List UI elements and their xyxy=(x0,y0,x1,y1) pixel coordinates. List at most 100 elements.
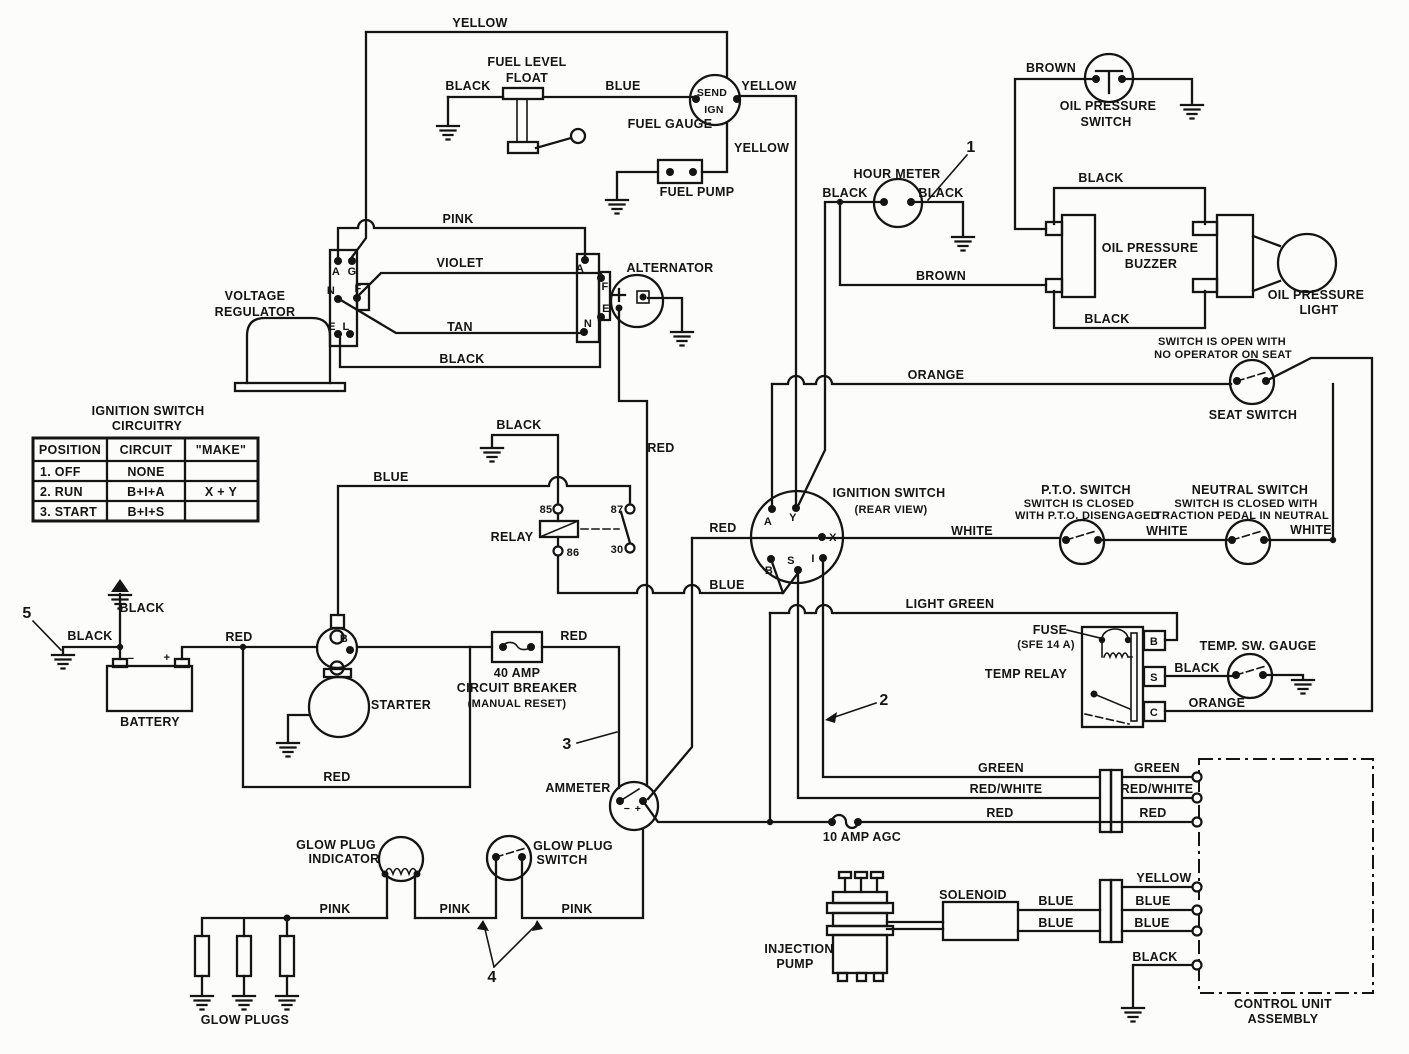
solenoid xyxy=(941,900,1020,942)
agc-fuse-dot-left xyxy=(828,818,836,826)
ign-pin-s: S xyxy=(787,555,795,567)
ammeter-minus: − xyxy=(624,803,630,815)
relay-87: 87 xyxy=(611,504,624,516)
label-pink-2: PINK xyxy=(439,902,470,916)
battery xyxy=(105,657,194,713)
label-glow-ind-1: GLOW PLUG xyxy=(296,838,376,852)
wire-red-breaker-ammeter xyxy=(540,645,621,790)
wire-black-vr xyxy=(338,318,602,369)
temp-pin-c: C xyxy=(1150,707,1158,719)
label-red-x: RED xyxy=(709,521,736,535)
temp-pin-b: B xyxy=(1150,636,1158,648)
label-glow-sw-1: GLOW PLUG xyxy=(533,839,613,853)
col-make: "MAKE" xyxy=(196,443,246,457)
wire-red-bottom-rail xyxy=(241,645,472,789)
callout-1: 1 xyxy=(966,139,975,156)
callout-4-arrow-right xyxy=(532,920,543,931)
vr-pin-e: E xyxy=(328,321,336,333)
label-pto-note2: WITH P.T.O. DISENGAGED xyxy=(1015,510,1159,522)
callout-5-line xyxy=(31,619,63,652)
label-neutral-switch: NEUTRAL SWITCH xyxy=(1192,483,1308,497)
wire-temp-gauge-ground xyxy=(1261,673,1305,680)
label-blue-sol-2: BLUE xyxy=(1038,916,1073,930)
label-black-hm-left: BLACK xyxy=(822,186,867,200)
wire-alt-ground xyxy=(646,296,684,332)
label-black-bat-left: BLACK xyxy=(67,629,112,643)
label-orange-temp: ORANGE xyxy=(1189,696,1246,710)
temp-pin-s: S xyxy=(1150,672,1158,684)
battery-plus: + xyxy=(164,652,171,664)
label-black-vr: BLACK xyxy=(439,352,484,366)
alt-pin-e: E xyxy=(602,303,610,315)
label-brown-hm: BROWN xyxy=(916,269,966,283)
label-red-bottom: RED xyxy=(323,770,350,784)
label-starter: STARTER xyxy=(371,698,431,712)
row-start-position: 3. START xyxy=(40,505,97,519)
label-red-bat: RED xyxy=(225,630,252,644)
label-violet: VIOLET xyxy=(437,256,484,270)
label-pump: PUMP xyxy=(776,957,813,971)
relay xyxy=(538,503,636,557)
relay-86: 86 xyxy=(567,547,580,559)
wire-black-cu-ground xyxy=(1131,963,1195,1008)
ign-pin-i: I xyxy=(811,553,814,565)
label-solenoid: SOLENOID xyxy=(939,888,1007,902)
row-off-position: 1. OFF xyxy=(40,465,81,479)
oil-pressure-buzzer xyxy=(1044,213,1255,299)
wire-red-alternator xyxy=(617,309,649,788)
wire-pink-amm-switch xyxy=(520,828,645,920)
wire-blue-to-B xyxy=(770,560,785,595)
wire-red-X-drop xyxy=(646,536,694,801)
label-yellow-pump: YELLOW xyxy=(734,141,789,155)
label-assembly: ASSEMBLY xyxy=(1248,1012,1319,1026)
label-blue-starter: BLUE xyxy=(373,470,408,484)
label-40amp: 40 AMP xyxy=(494,666,541,680)
label-white-2: WHITE xyxy=(1146,524,1188,538)
alt-pin-n: N xyxy=(584,318,592,330)
label-neutral-note2: TRACTION PEDAL IN NEUTRAL xyxy=(1155,510,1329,522)
circuit-breaker xyxy=(490,630,544,664)
fuel-pump xyxy=(656,158,704,185)
label-brown-oil: BROWN xyxy=(1026,61,1076,75)
wire-pink xyxy=(336,218,587,260)
ign-pin-a: A xyxy=(764,516,772,528)
relay-85: 85 xyxy=(540,504,553,516)
label-ign: IGN xyxy=(704,104,724,116)
wire-yellow-gauge-to-pump xyxy=(700,122,729,174)
label-glow-sw-2: SWITCH xyxy=(536,853,587,867)
label-neutral-note1: SWITCH IS CLOSED WITH xyxy=(1174,498,1317,510)
wire-red-battery xyxy=(180,645,494,661)
label-manual-reset: (MANUAL RESET) xyxy=(468,698,567,710)
label-buzzer-1: OIL PRESSURE xyxy=(1102,241,1198,255)
wire-hourmeter-ground xyxy=(909,200,965,237)
label-blue-cu-2: BLUE xyxy=(1134,916,1169,930)
label-control-unit: CONTROL UNIT xyxy=(1234,997,1332,1011)
label-red-cu-1: RED xyxy=(986,806,1013,820)
battery-minus: − xyxy=(128,653,135,665)
label-seat-switch: SEAT SWITCH xyxy=(1209,408,1297,422)
label-ammeter: AMMETER xyxy=(545,781,610,795)
ignition-switch-circuitry-table: IGNITION SWITCH CIRCUITRY POSITION CIRCU… xyxy=(31,404,260,523)
label-rear-view: (REAR VIEW) xyxy=(855,504,928,516)
label-seat-note2: NO OPERATOR ON SEAT xyxy=(1154,349,1292,361)
label-black-temp: BLACK xyxy=(1174,661,1219,675)
label-black-cu: BLACK xyxy=(1132,950,1177,964)
label-hour-meter: HOUR METER xyxy=(853,167,940,181)
label-black-buzzer-bot: BLACK xyxy=(1084,312,1129,326)
ign-pin-x: X xyxy=(829,532,837,544)
label-op-light-1: OIL PRESSURE xyxy=(1268,288,1364,302)
ignition-switch xyxy=(749,489,845,585)
vr-pin-l: L xyxy=(342,321,349,333)
label-pto-note1: SWITCH IS CLOSED xyxy=(1024,498,1135,510)
label-ignition-switch: IGNITION SWITCH xyxy=(833,486,946,500)
vr-pin-f: F xyxy=(354,283,361,295)
wire-light-green xyxy=(768,603,1179,642)
ammeter-plus: + xyxy=(635,803,641,815)
col-position: POSITION xyxy=(39,443,101,457)
label-red-white-2: RED/WHITE xyxy=(1121,782,1194,796)
vr-pin-g: G xyxy=(348,266,357,278)
oil-pressure-switch xyxy=(1083,52,1135,104)
label-tan: TAN xyxy=(447,320,473,334)
glow-plug-indicator xyxy=(377,835,425,883)
